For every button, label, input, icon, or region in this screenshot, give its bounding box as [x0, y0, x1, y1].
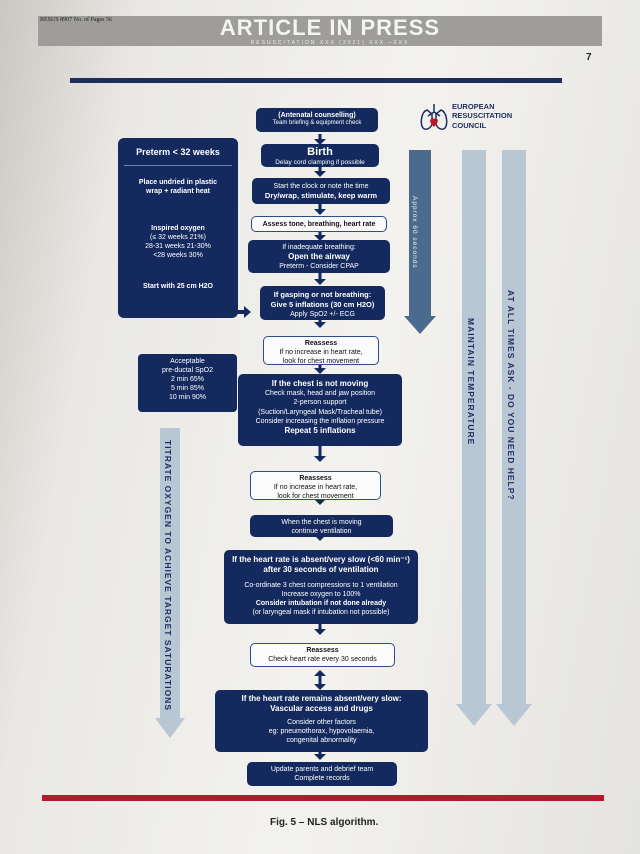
hr-title-2: after 30 seconds of ventilation [263, 565, 379, 575]
birth-sub: Delay cord clamping if possible [275, 159, 365, 167]
reassess-1-title: Reassess [304, 340, 338, 347]
spo2-box: Acceptable pre-ductal SpO2 2 min 65% 5 m… [138, 354, 237, 412]
gasping-line-3: Apply SpO2 +/- ECG [290, 310, 355, 318]
reassess-3-title: Reassess [306, 647, 339, 654]
absent-title-2: Vascular access and drugs [270, 704, 373, 714]
reassess-1-line-2: look for chest movement [282, 358, 360, 366]
update-line-2: Complete records [294, 775, 350, 783]
figure-caption: Fig. 5 – NLS algorithm. [270, 817, 379, 828]
preterm-oxygen-title: Inspired oxygen [151, 224, 205, 232]
hr-line-4: (or laryngeal mask if intubation not pos… [252, 609, 390, 617]
chest-not-moving-box: If the chest is not moving Check mask, h… [238, 374, 402, 446]
maintain-temperature-arrow [456, 150, 492, 726]
logo-line-2: RESUSCITATION [452, 111, 513, 121]
reassess-2-line-1: If no increase in heart rate, [273, 484, 358, 492]
gasping-line-2: Give 5 inflations (30 cm H2O) [270, 299, 375, 309]
reassess-1-line-1: If no increase in heart rate, [279, 349, 363, 357]
heart-rate-absent-box: If the heart rate remains absent/very sl… [215, 690, 428, 752]
absent-line-3: congenital abnormality [286, 736, 357, 744]
antenatal-sub: Team briefing & equipment check [272, 120, 362, 127]
article-in-press-banner: ARTICLE IN PRESS [219, 15, 441, 40]
inadequate-line-2: Open the airway [288, 252, 350, 262]
gasping-box: If gasping or not breathing: Give 5 infl… [260, 286, 385, 320]
clock-line-1: Start the clock or note the time [273, 183, 369, 190]
approx-60-seconds-label: Approx 60 seconds [411, 196, 418, 269]
heart-rate-slow-box: If the heart rate is absent/very slow (<… [224, 550, 418, 624]
maintain-temperature-label: MAINTAIN TEMPERATURE [466, 318, 476, 446]
chest-line-1: Check mask, head and jaw position [264, 390, 376, 398]
titrate-oxygen-label: TITRATE OXYGEN TO ACHIEVE TARGET SATURAT… [163, 440, 173, 711]
preterm-box: Preterm < 32 weeks Place undried in plas… [118, 138, 238, 318]
ask-for-help-label: AT ALL TIMES ASK - DO YOU NEED HELP? [506, 290, 516, 501]
citation-line: RESUSCITATION XXX (2021) XXX –XXX [250, 40, 410, 46]
chest-title: If the chest is not moving [271, 379, 369, 388]
antenatal-box: (Antenatal counselling) Team briefing & … [256, 108, 378, 132]
absent-line-2: eg: pneumothorax, hypovolaemia, [268, 727, 375, 735]
inadequate-box: If inadequate breathing: Open the airway… [248, 240, 390, 273]
clock-box: Start the clock or note the time Dry/wra… [252, 178, 390, 204]
lungs-heart-icon [420, 104, 448, 130]
preterm-wrap-1: Place undried in plastic [138, 178, 218, 186]
spo2-line-3: 2 min 65% [170, 376, 205, 384]
birth-title: Birth [307, 146, 333, 158]
preterm-oxygen-3: <28 weeks 30% [153, 252, 203, 260]
preterm-oxygen-2: 28-31 weeks 21-30% [145, 243, 211, 251]
hr-line-1: Co-ordinate 3 chest compressions to 1 ve… [244, 581, 398, 589]
preterm-divider [124, 164, 232, 166]
reassess-box-3: Reassess Check heart rate every 30 secon… [250, 643, 395, 667]
titrate-oxygen-arrow [155, 428, 185, 738]
logo-line-3: COUNCIL [452, 120, 487, 130]
chest-line-4: Consider increasing the inflation pressu… [255, 417, 385, 425]
spo2-line-4: 5 min 85% [170, 385, 205, 393]
absent-title-1: If the heart rate remains absent/very sl… [241, 694, 402, 703]
approx-60-seconds-arrow [404, 150, 436, 334]
absent-line-1: Consider other factors [287, 718, 356, 726]
moving-line-2: continue ventilation [291, 528, 352, 536]
preterm-wrap-2: wrap + radiant heat [146, 187, 210, 195]
clock-line-2: Dry/wrap, stimulate, keep warm [264, 191, 378, 201]
chest-line-3: (Suction/Laryngeal Mask/Tracheal tube) [258, 408, 382, 416]
header-bar [38, 16, 602, 46]
preterm-title: Preterm < 32 weeks [136, 147, 220, 157]
chest-moving-box: When the chest is moving continue ventil… [250, 515, 393, 537]
preterm-oxygen-1: (≤ 32 weeks 21%) [150, 233, 206, 241]
chest-line-2: 2-person support [293, 399, 347, 407]
chest-line-5: Repeat 5 inflations [284, 425, 356, 435]
hr-title-1: If the heart rate is absent/very slow (<… [232, 555, 410, 564]
inadequate-line-3: Preterm - Consider CPAP [279, 263, 359, 271]
logo-line-1: EUROPEAN [452, 102, 495, 111]
update-parents-box: Update parents and debrief team Complete… [247, 762, 397, 786]
erc-logo-text: EUROPEAN RESUSCITATION COUNCIL [452, 102, 512, 130]
birth-box: Birth Delay cord clamping if possible [261, 144, 379, 167]
spo2-line-1: Acceptable [170, 358, 205, 365]
ask-for-help-arrow [496, 150, 532, 726]
assess-box: Assess tone, breathing, heart rate [251, 216, 387, 232]
gasping-line-1: If gasping or not breathing: [273, 290, 372, 299]
reassess-3-line-1: Check heart rate every 30 seconds [268, 656, 377, 664]
spo2-line-5: 10 min 90% [169, 394, 206, 402]
top-rule [70, 78, 562, 83]
hr-line-2: Increase oxygen to 100% [281, 590, 361, 598]
reassess-2-title: Reassess [299, 475, 332, 482]
journal-ref: RESUS 8907 No. of Pages 56 [40, 17, 113, 23]
hr-line-3: Consider intubation if not done already [255, 599, 387, 607]
page-number: 7 [586, 52, 592, 63]
reassess-box-2: Reassess If no increase in heart rate, l… [250, 471, 381, 500]
preterm-connector-arrow [236, 306, 251, 318]
antenatal-title: (Antenatal counselling) [278, 112, 356, 119]
inadequate-line-1: If inadequate breathing: [282, 244, 356, 251]
reassess-2-line-2: look for chest movement [277, 493, 354, 501]
spo2-line-2: pre-ductal SpO2 [162, 367, 213, 375]
bottom-red-rule [42, 795, 604, 801]
moving-line-1: When the chest is moving [281, 519, 362, 526]
update-line-1: Update parents and debrief team [270, 766, 374, 773]
preterm-start: Start with 25 cm H2O [142, 283, 214, 291]
reassess-box-1: Reassess If no increase in heart rate, l… [263, 336, 379, 365]
assess-text: Assess tone, breathing, heart rate [262, 221, 376, 228]
